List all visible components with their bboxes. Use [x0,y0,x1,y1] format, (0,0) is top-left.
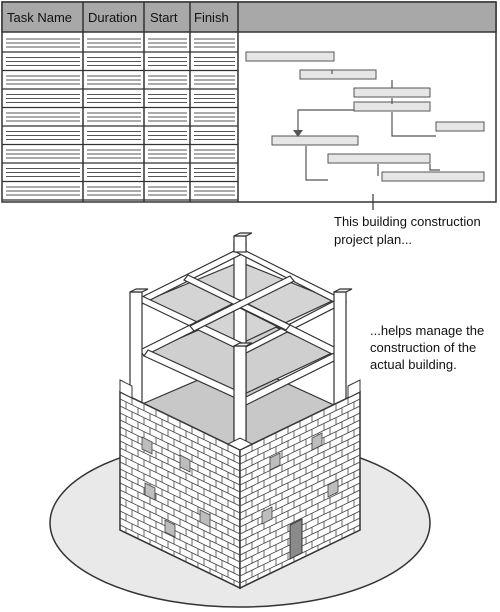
column-header-finish: Finish [194,10,229,25]
column-dividers [82,2,239,202]
gantt-bar [271,135,359,146]
table-row [2,94,238,109]
column-back-top [233,235,247,253]
brick-pattern [120,392,360,588]
dependency-arrowhead [293,130,303,137]
gantt-bar [245,51,335,62]
gantt-bar [435,121,485,132]
windows [141,432,339,538]
building-illustration [49,232,431,608]
table-row [2,38,238,53]
plan-callout-text-line1: This building construction [334,214,481,229]
door [289,518,303,560]
building-callout-text-line2: construction of the [370,340,476,355]
table-row [2,149,238,164]
gantt-bar [327,153,431,164]
plan-callout-text-line2: project plan... [334,232,412,247]
top-frame [134,247,348,407]
table-row [2,112,238,127]
table-row [2,131,238,146]
table-rows [2,38,238,201]
gantt-header-bar [1,1,497,33]
column-header-start: Start [150,10,178,25]
table-row [2,57,238,72]
gantt-bar [353,87,431,98]
column-header-task-name: Task Name [7,10,72,25]
column-header-duration: Duration [88,10,137,25]
table-row [2,75,238,90]
building-callout-text-line3: actual building. [370,357,457,372]
wall-top-edge [119,379,361,451]
dependency-lines [297,70,440,181]
gantt-bar [299,69,377,80]
gantt-chart: Task Name Duration Start Finish [1,1,497,203]
table-row [2,168,238,183]
table-row [2,186,238,201]
brick-walls [119,379,361,590]
gantt-bar [381,171,485,182]
building-callout-text-line1: ...helps manage the [370,323,484,338]
